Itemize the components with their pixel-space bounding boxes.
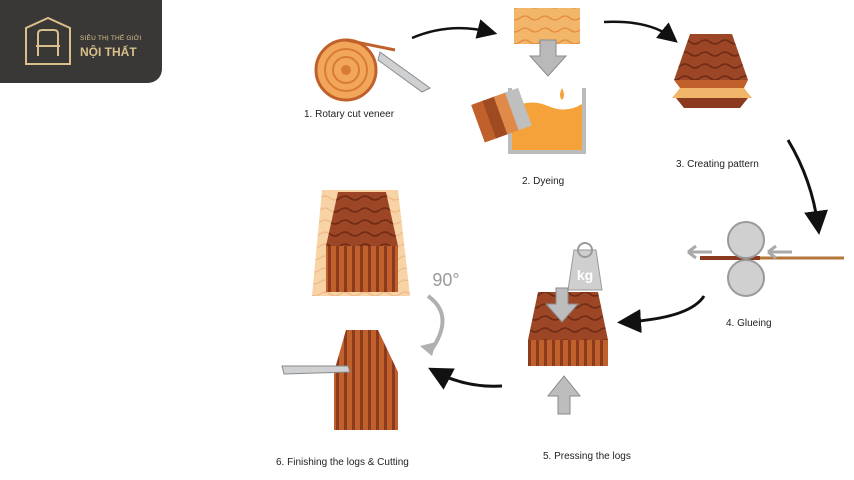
step4-label: 4. Glueing <box>726 318 772 329</box>
step6-finishing: 90° <box>281 190 460 430</box>
arrow-3-to-4 <box>786 139 828 235</box>
step5-press-stack: kg <box>528 242 608 415</box>
weight-kg-label: kg <box>577 267 593 283</box>
step6-label: 6. Finishing the logs & Cutting <box>276 457 409 468</box>
chair-logo-icon <box>25 16 71 65</box>
step1-label: 1. Rotary cut veneer <box>304 109 395 120</box>
step1-rotary-log <box>314 38 431 102</box>
step4-glue-rollers <box>687 221 844 297</box>
step3-label: 3. Creating pattern <box>676 159 759 170</box>
rotation-label: 90° <box>432 270 459 290</box>
step2-label: 2. Dyeing <box>522 176 565 187</box>
arrow-2-to-3 <box>603 20 678 43</box>
step3-pattern-stack <box>672 34 752 108</box>
step5-label: 5. Pressing the logs <box>543 451 631 462</box>
brand-logo: SIÊU THỊ THẾ GIỚI NỘI THẤT <box>0 0 162 83</box>
arrow-1-to-2 <box>411 19 498 40</box>
brand-tagline: SIÊU THỊ THẾ GIỚI <box>80 35 142 42</box>
brand-name: NỘI THẤT <box>80 45 137 59</box>
arrow-4-to-5 <box>617 295 706 334</box>
step2-dyeing <box>471 8 586 154</box>
arrow-5-to-6 <box>428 367 503 390</box>
